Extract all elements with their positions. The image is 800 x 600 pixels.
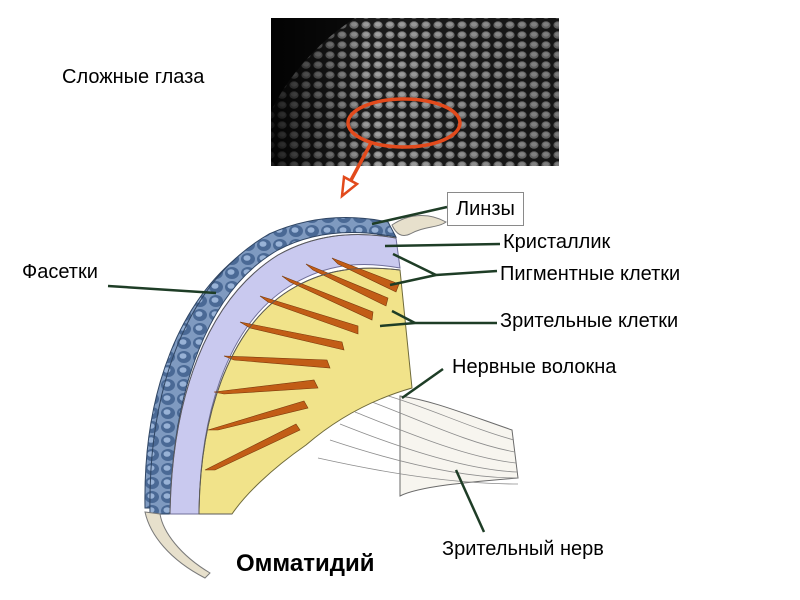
pigment-cells-label: Пигментные клетки: [500, 264, 680, 284]
compound-eyes-label: Сложные глаза: [62, 67, 204, 87]
facets-label: Фасетки: [22, 262, 98, 282]
sector-tail: [145, 512, 210, 578]
lenses-label: Линзы: [447, 192, 524, 226]
crystalline-label: Кристаллик: [503, 232, 610, 252]
optic-nerve-label: Зрительный нерв: [442, 539, 604, 559]
nerve-fibers-label: Нервные волокна: [452, 357, 616, 377]
pointer-arrowhead: [342, 177, 357, 196]
diagram-title: Омматидий: [236, 552, 374, 576]
visual-cells-label: Зрительные клетки: [500, 311, 678, 331]
